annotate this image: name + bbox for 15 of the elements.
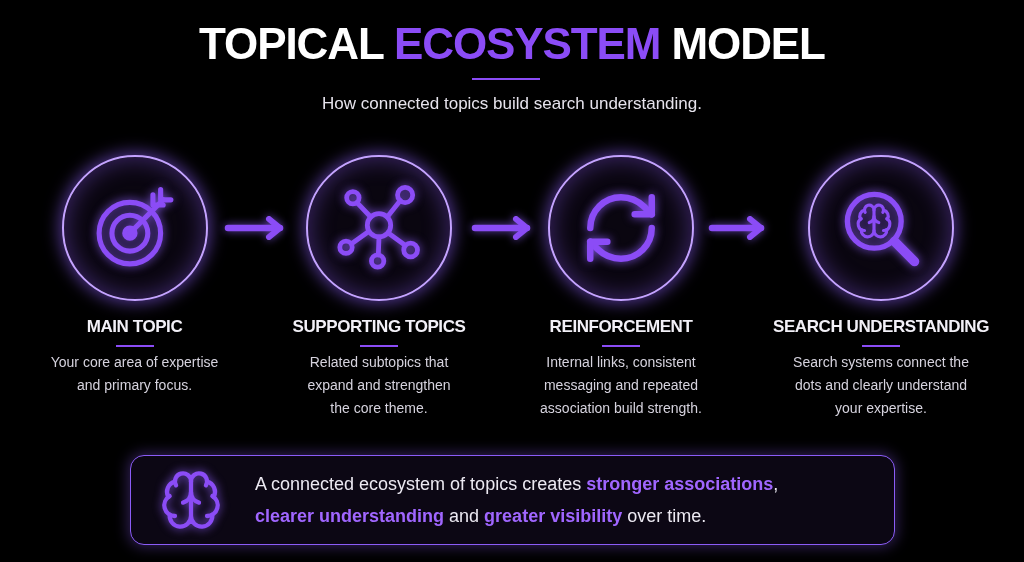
step-description: Search systems connect the dots and clearly understand your expertise.	[792, 353, 970, 418]
summary-panel	[130, 455, 895, 545]
subtitle: How connected topics build search understanding.	[322, 93, 702, 115]
arrow	[224, 216, 284, 240]
title: TOPICAL ECOSYSTEM MODEL	[199, 20, 825, 68]
step-description: Related subtopics that expand and strengthen the core theme.	[306, 353, 452, 418]
summary-text: A connected ecosystem of topics creates stronger associations, clearer understanding and greater visibility over time.	[255, 473, 780, 528]
step-heading: REINFORCEMENT	[549, 316, 693, 338]
arrow	[708, 216, 765, 240]
step-description: Your core area of expertise and primary focus.	[49, 353, 220, 395]
step-description: Internal links, consistent messaging and repeated association build strength.	[539, 353, 703, 418]
arrow	[471, 216, 531, 240]
step-heading: MAIN TOPIC	[86, 316, 183, 338]
step-heading: SEARCH UNDERSTANDING	[773, 316, 989, 338]
step-heading: SUPPORTING TOPICS	[292, 316, 466, 338]
